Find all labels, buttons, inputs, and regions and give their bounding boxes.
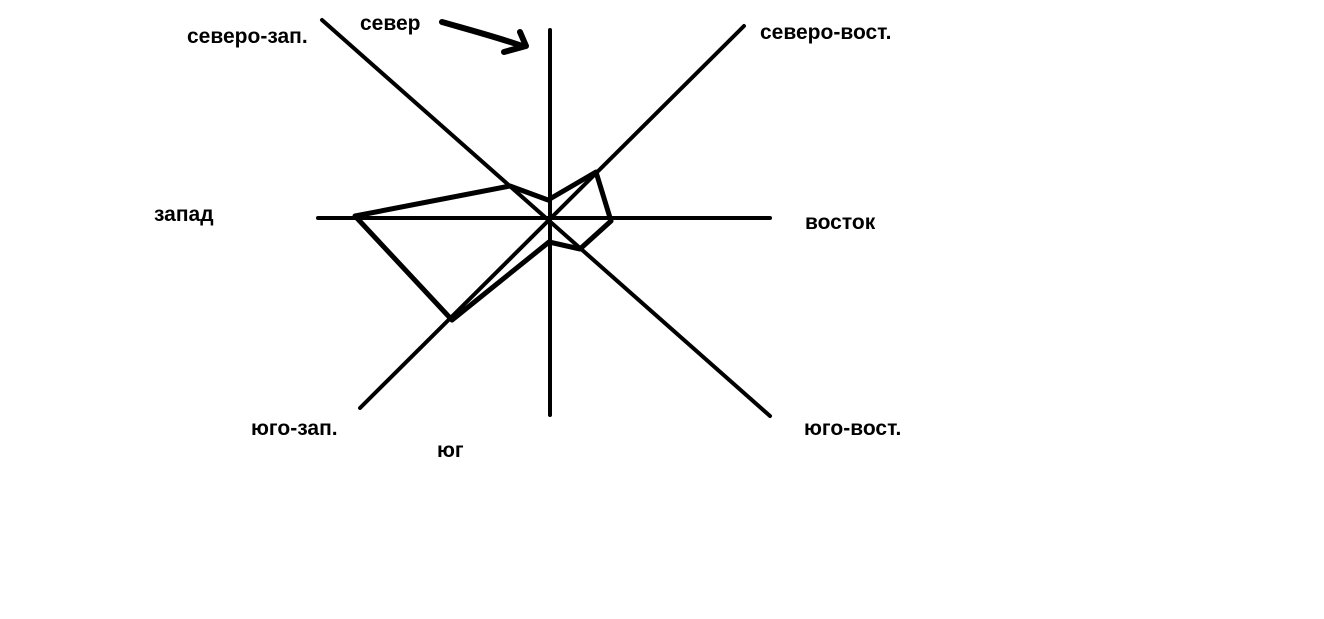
label-north-east: северо-вост. [760, 21, 891, 44]
label-south-east: юго-вост. [804, 417, 901, 440]
compass-axes [316, 18, 772, 418]
label-north: север [360, 12, 421, 35]
wind-rose-polygon [352, 169, 614, 323]
label-east: восток [805, 211, 876, 234]
label-west: запад [154, 203, 214, 226]
label-south: юг [437, 439, 464, 462]
axis-southwest-northeast [358, 24, 746, 410]
label-north-west: северо-зап. [187, 25, 308, 48]
label-south-west: юго-зап. [251, 417, 338, 440]
north-pointer-arrow [439, 19, 529, 55]
axis-northwest-southeast [320, 18, 772, 418]
